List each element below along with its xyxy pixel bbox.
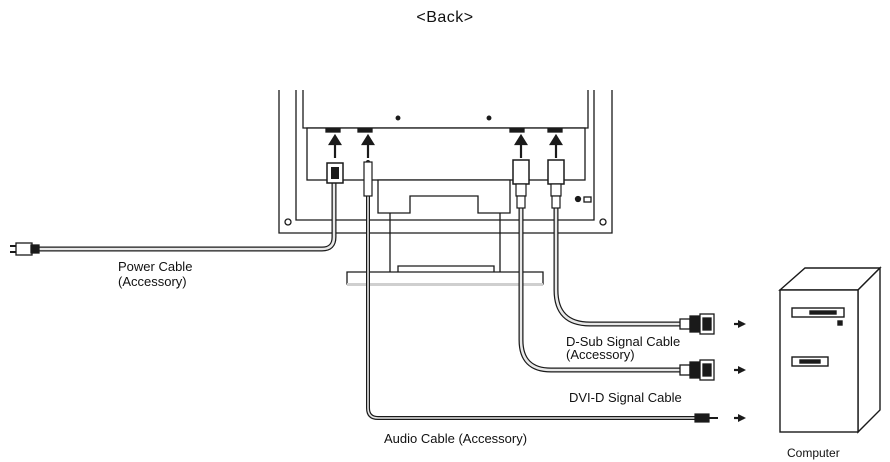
- power-cable: [35, 162, 344, 252]
- arrow-right-icon: [734, 320, 746, 422]
- dvi-connector-icon: [679, 359, 715, 381]
- power-plug-icon: [10, 242, 40, 256]
- dsub-connector-icon: [679, 313, 715, 335]
- dsub-cable: [547, 159, 683, 327]
- computer-tower-icon: [778, 266, 882, 434]
- dvi-cable-label: DVI-D Signal Cable: [569, 390, 682, 405]
- dsub-cable-label: D-Sub Signal Cable (Accessory): [566, 334, 681, 362]
- audio-jack-icon: [694, 413, 718, 423]
- arrow-up-icon: [328, 133, 563, 158]
- audio-cable: [363, 160, 702, 420]
- diagram-title: <Back>: [416, 9, 474, 26]
- power-cable-label: Power Cable (Accessory): [118, 259, 193, 289]
- audio-cable-label: Audio Cable (Accessory): [384, 431, 528, 446]
- computer-label: Computer: [787, 446, 840, 460]
- monitor-stand: [346, 179, 544, 286]
- dvi-cable: [512, 159, 683, 373]
